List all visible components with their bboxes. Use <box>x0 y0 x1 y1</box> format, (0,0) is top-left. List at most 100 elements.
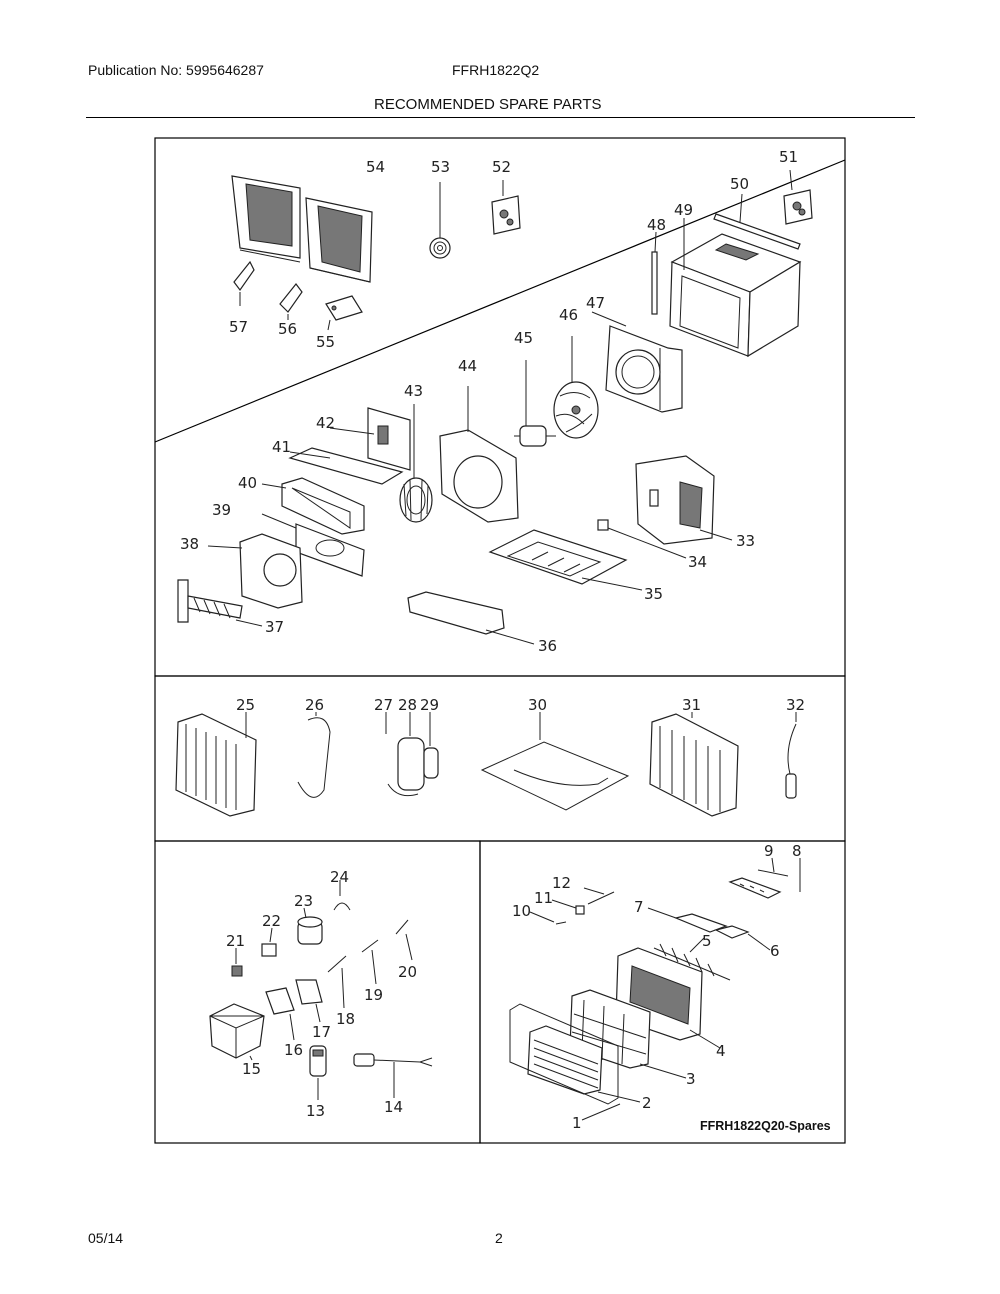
part-label-2: 2 <box>642 1094 652 1112</box>
part-label-30: 30 <box>528 696 547 714</box>
part-24-clamp <box>333 880 351 911</box>
part-label-5: 5 <box>702 932 712 950</box>
part-40-duct <box>261 477 365 535</box>
part-45-fan-motor <box>514 360 556 447</box>
part-48-rod <box>651 231 658 315</box>
part-label-14: 14 <box>384 1098 403 1116</box>
part-50-rail <box>713 193 801 250</box>
part-46-fan-blade <box>553 336 599 439</box>
part-35-base-pan <box>488 529 643 591</box>
part-6-louver <box>714 925 771 951</box>
part-label-39: 39 <box>212 501 231 519</box>
part-label-47: 47 <box>586 294 605 312</box>
part-53-spring <box>429 182 451 259</box>
part-label-34: 34 <box>688 553 707 571</box>
part-label-4: 4 <box>716 1042 726 1060</box>
part-label-32: 32 <box>786 696 805 714</box>
part-label-38: 38 <box>180 535 199 553</box>
part-55-block <box>325 295 363 331</box>
part-2-front-grille <box>527 1025 641 1103</box>
part-label-11: 11 <box>534 889 553 907</box>
part-label-45: 45 <box>514 329 533 347</box>
part-label-12: 12 <box>552 874 571 892</box>
part-label-13: 13 <box>306 1102 325 1120</box>
spares-code-label: FFRH1822Q20-Spares <box>700 1119 831 1133</box>
part-23-capacitor <box>297 907 323 945</box>
part-label-48: 48 <box>647 216 666 234</box>
part-label-49: 49 <box>674 201 693 219</box>
part-label-20: 20 <box>398 963 417 981</box>
part-13-remote <box>309 1045 327 1100</box>
part-34-clip <box>597 519 687 559</box>
part-25-evaporator-coil <box>175 712 257 817</box>
part-5-louver-assembly <box>653 937 731 981</box>
part-17-cover <box>295 979 323 1023</box>
part-label-27: 27 <box>374 696 393 714</box>
part-19-wire <box>361 939 379 985</box>
part-label-28: 28 <box>398 696 417 714</box>
part-49-cabinet <box>669 218 802 358</box>
part-12-wire <box>583 887 615 905</box>
part-47-shroud <box>591 311 683 413</box>
part-38-bulkhead <box>207 533 303 609</box>
part-57-bracket <box>233 260 255 306</box>
page-number: 2 <box>495 1230 503 1246</box>
part-label-6: 6 <box>770 942 780 960</box>
part-label-41: 41 <box>272 438 291 456</box>
part-7-louver <box>647 907 728 933</box>
part-label-46: 46 <box>559 306 578 324</box>
part-label-56: 56 <box>278 320 297 338</box>
part-44-scroll-housing <box>439 386 519 523</box>
part-label-40: 40 <box>238 474 257 492</box>
part-41-plate <box>288 447 404 485</box>
part-label-29: 29 <box>420 696 439 714</box>
part-label-35: 35 <box>644 585 663 603</box>
part-label-57: 57 <box>229 318 248 336</box>
part-33-side-panel <box>635 455 733 545</box>
part-label-18: 18 <box>336 1010 355 1028</box>
part-label-15: 15 <box>242 1060 261 1078</box>
part-32-drier <box>785 712 797 799</box>
part-20-wire <box>395 919 413 961</box>
part-label-9: 9 <box>764 842 774 860</box>
part-10-pin <box>529 911 567 925</box>
part-label-25: 25 <box>236 696 255 714</box>
bottom-right-panel-frame <box>479 840 846 1144</box>
part-31-condenser-coil <box>649 712 739 817</box>
part-52-bracket <box>491 180 521 235</box>
part-label-23: 23 <box>294 892 313 910</box>
part-39-panel <box>261 513 365 577</box>
part-label-51: 51 <box>779 148 798 166</box>
part-27-28-29-compressor <box>385 712 439 797</box>
publication-number: Publication No: 5995646287 <box>88 62 264 78</box>
part-label-52: 52 <box>492 158 511 176</box>
top-panel-divider <box>154 159 846 443</box>
part-16-cover <box>265 987 295 1041</box>
part-label-1: 1 <box>572 1114 582 1132</box>
part-label-37: 37 <box>265 618 284 636</box>
part-label-3: 3 <box>686 1070 696 1088</box>
part-36-base-rail <box>407 591 535 645</box>
part-1-front-panel <box>509 1003 621 1121</box>
part-label-24: 24 <box>330 868 349 886</box>
part-43-blower-wheel <box>399 404 433 523</box>
part-8-display-board <box>728 858 801 899</box>
part-56-bracket <box>279 283 303 320</box>
part-label-53: 53 <box>431 158 450 176</box>
part-18-wire <box>327 955 347 1009</box>
middle-panel-frame <box>154 675 846 842</box>
part-label-17: 17 <box>312 1023 331 1041</box>
part-label-10: 10 <box>512 902 531 920</box>
part-42-control-board <box>329 407 411 471</box>
part-label-44: 44 <box>458 357 477 375</box>
footer-date: 05/14 <box>88 1230 124 1246</box>
part-label-7: 7 <box>634 898 644 916</box>
part-11-clip <box>551 899 585 915</box>
part-label-21: 21 <box>226 932 245 950</box>
part-14-power-cord <box>353 1053 433 1098</box>
part-label-8: 8 <box>792 842 802 860</box>
part-label-54: 54 <box>366 158 385 176</box>
part-label-33: 33 <box>736 532 755 550</box>
part-9-wire <box>757 857 789 877</box>
